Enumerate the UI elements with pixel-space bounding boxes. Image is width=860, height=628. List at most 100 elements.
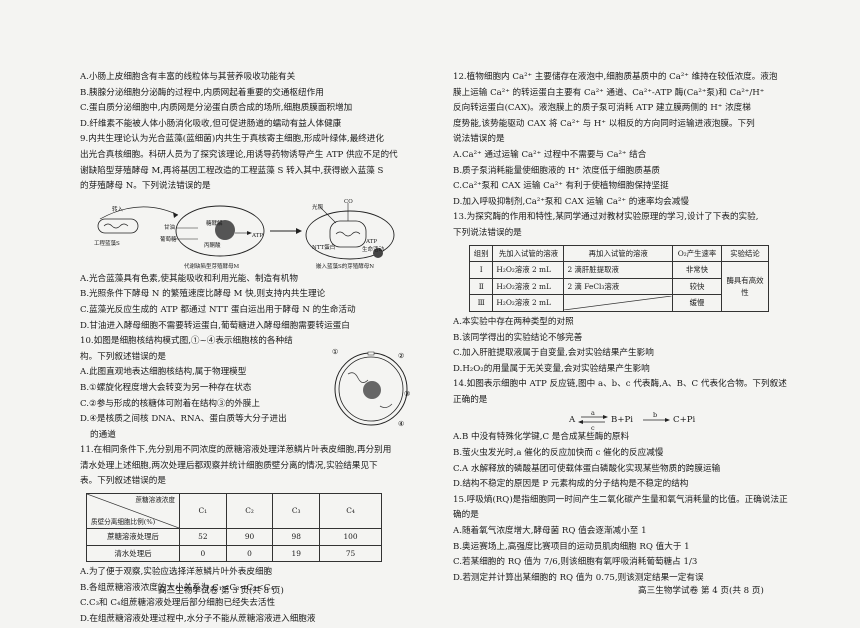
- svg-text:④: ④: [398, 420, 404, 428]
- q12-line: 12.植物细胞内 Ca²⁺ 主要储存在液泡中,细胞质基质中的 Ca²⁺ 维持在较…: [453, 72, 778, 82]
- label-pyruvate: 丙酮酸: [204, 242, 221, 249]
- cell: 缓慢: [671, 294, 723, 312]
- label-atp-2: ATP: [366, 238, 378, 245]
- stem-line: 正确的是: [453, 394, 488, 405]
- cell: Ⅰ: [468, 261, 494, 279]
- q15-line: A.随着氧气浓度增大,酵母菌 RQ 值会逐渐减小至 1: [453, 526, 647, 537]
- option-line: B.萤火虫发光时,a 催化的反应加快而 c 催化的反应减慢: [453, 448, 664, 459]
- cell: 52: [179, 528, 227, 546]
- q14-stem: 14.如图表示细胞中 ATP 反应链,图中 a、b、c 代表酶,A、B、C 代表…: [453, 377, 798, 408]
- cell: 较快: [671, 277, 723, 296]
- label-light: 光照: [312, 204, 324, 211]
- q15-line: 15.呼吸熵(RQ)是指细胞同一时间产生二氧化碳产生量和氧气消耗量的比值。正确说…: [453, 494, 788, 505]
- table-header-row: 组别 先加入试管的溶液 再加入试管的溶液 O₂产生速率 实验结论: [468, 244, 769, 263]
- cell: 100: [319, 528, 382, 546]
- cell: 0: [225, 544, 274, 563]
- q10-line: 10.如图是细胞核结构模式图,①~④表示细胞核的各种结: [80, 336, 293, 347]
- table-row: Ⅲ H₂O₂溶液 2 mL 缓慢: [468, 294, 769, 312]
- q12-line: 反向转运蛋白(CAX)。液泡膜上的质子泵可消耗 ATP 建立膜两侧的 H⁺ 浓度…: [453, 103, 751, 114]
- q10-line: D.④是核质之间核 DNA、RNA、蛋白质等大分子进出: [80, 414, 287, 425]
- cell: Ⅱ: [468, 277, 494, 296]
- cell: 2 滴 FeCl₃溶液: [563, 277, 673, 296]
- q10-line: A.此图直观地表达细胞核结构,属于物理模型: [80, 367, 247, 378]
- label-life: 生命活动: [362, 246, 385, 253]
- compound-b: B+Pi: [611, 415, 634, 426]
- q10-line: 构。下列叙述错误的是: [80, 351, 166, 362]
- stem-line: 13.为探究酶的作用和特性,某同学通过对教材实验原理的学习,设计了下表的实验,: [453, 212, 759, 223]
- q15-line: C.若某细胞的 RQ 值为 7/6,则该细胞有氧呼吸消耗葡萄糖占 1/3: [453, 557, 698, 568]
- option-line: D.纤维素不能被人体小肠消化吸收,但可促进肠道的蠕动有益人体健康: [80, 118, 342, 129]
- left-page: A.小肠上皮细胞含有丰富的线粒体与其营养吸收功能有关 B.胰腺分泌细胞分泌酶的过…: [80, 70, 418, 628]
- q14-options: A.B 中没有特殊化学键,C 是合成某些酶的原料 B.萤火虫发光时,a 催化的反…: [453, 430, 798, 492]
- row-label: 清水处理后: [86, 544, 180, 563]
- option-line: B.光照条件下酵母 N 的繁殖速度比酵母 M 快,则支持内共生理论: [80, 289, 326, 300]
- svg-text:①: ①: [332, 348, 338, 356]
- q12-line: C.Ca²⁺泵和 CAX 运输 Ca²⁺ 有利于使植物细胞保持坚挺: [453, 181, 669, 192]
- option-line: A.为了便于观察,实验应选择洋葱鳞片叶外表皮细胞: [80, 567, 273, 578]
- col-header: O₂产生速率: [671, 244, 723, 263]
- col-header: 再加入试管的溶液: [563, 244, 673, 263]
- empty-diagonal-cell: [563, 294, 673, 312]
- stem-line: 下列说法错误的是: [453, 227, 522, 238]
- q15-line: B.奥运赛场上,高强度比赛项目的运动员肌肉细胞 RQ 值大于 1: [453, 541, 690, 552]
- table-header-row: 蔗糖溶液浓度 质壁分离细胞比例(%) C₁ C₂ C₃ C₄: [86, 493, 382, 530]
- option-line: A.光合蓝藻具有色素,使其能吸收和利用光能、制造有机物: [80, 273, 298, 284]
- q15-line: D.若测定并计算出某细胞的 RQ 值为 0.75,则该测定结果一定有误: [453, 572, 704, 583]
- q11-options: A.为了便于观察,实验应选择洋葱鳞片叶外表皮细胞 B.各组蔗糖溶液浓度的大小关系…: [80, 565, 418, 627]
- option-line: C.A 水解释放的磷酸基团可使载体蛋白磷酸化实现某些物质的跨膜运输: [453, 463, 721, 474]
- header-concentration: 蔗糖溶液浓度: [135, 496, 175, 505]
- cell: 非常快: [671, 261, 723, 279]
- right-page: 12.植物细胞内 Ca²⁺ 主要储存在液泡中,细胞质基质中的 Ca²⁺ 维持在较…: [453, 70, 798, 586]
- cell: 2 滴肝脏提取液: [563, 261, 673, 279]
- table-row: Ⅰ H₂O₂溶液 2 mL 2 滴肝脏提取液 非常快 酶具有高效性: [468, 261, 769, 312]
- enzyme-c: c: [591, 424, 595, 433]
- stem-line: 的芽殖酵母 N。下列说法错误的是: [80, 181, 211, 192]
- q11-table: 蔗糖溶液浓度 质壁分离细胞比例(%) C₁ C₂ C₃ C₄ 蔗糖溶液处理后 5…: [86, 493, 382, 563]
- table-row: 清水处理后 0 0 19 75: [86, 544, 382, 563]
- diagonal-line: [564, 296, 672, 311]
- q13-table: 组别 先加入试管的溶液 再加入试管的溶液 O₂产生速率 实验结论 Ⅰ H₂O₂溶…: [468, 244, 769, 312]
- label-engineered: 工程蓝藻S: [94, 240, 120, 247]
- caption-yeast-m: 代谢缺陷型芽殖酵母M: [184, 263, 240, 270]
- col-header: C₁: [179, 493, 227, 530]
- stem-line: 清水处理上述细胞,两次处理后都观察并统计细胞质壁分离的情况,实验结果见下: [80, 460, 378, 471]
- page-footer-right: 高三生物学试卷 第 4 页(共 8 页): [638, 586, 764, 596]
- stem-line: 14.如图表示细胞中 ATP 反应链,图中 a、b、c 代表酶,A、B、C 代表…: [453, 379, 787, 390]
- col-header: C₄: [319, 493, 382, 530]
- cell: 0: [179, 544, 227, 563]
- option-line: C.加入肝脏提取液属于自变量,会对实验结果产生影响: [453, 348, 654, 359]
- q10-line: B.①螺旋化程度增大会转变为另一种存在状态: [80, 382, 252, 393]
- nucleus-diagram: ① ② ③ ④: [332, 348, 410, 428]
- stem-line: 表。下列叙述错误的是: [80, 476, 166, 487]
- q12-line: B.质子泵消耗能量使细胞液的 H⁺ 浓度低于细胞质基质: [453, 165, 661, 176]
- equation-arrows: [578, 415, 670, 425]
- cell: H₂O₂溶液 2 mL: [492, 261, 565, 279]
- q10-line: C.②参与形成的核糖体可附着在结构③的外膜上: [80, 398, 260, 409]
- col-header: 实验结论: [721, 244, 769, 263]
- enzyme-b: b: [653, 411, 658, 420]
- table-row: Ⅱ H₂O₂溶液 2 mL 2 滴 FeCl₃溶液 较快: [468, 277, 769, 296]
- option-line: B.各组蔗糖溶液浓度的大小关系为 C₁<C₂<C₃<C₄: [80, 582, 274, 593]
- option-line: D.H₂O₂的用量属于无关变量,会对实验结果产生影响: [453, 363, 650, 374]
- q12-line: D.加入呼吸抑制剂,Ca²⁺泵和 CAX 运输 Ca²⁺ 的速率均会减慢: [453, 196, 689, 207]
- q13-stem: 13.为探究酶的作用和特性,某同学通过对教材实验原理的学习,设计了下表的实验, …: [453, 210, 798, 241]
- option-line: A.小肠上皮细胞含有丰富的线粒体与其营养吸收功能有关: [80, 72, 296, 82]
- label-ntt: NTT蛋白: [312, 244, 336, 251]
- q13-options: A.本实验中存在两种类型的对照 B.该同学得出的实验结论不够完善 C.加入肝脏提…: [453, 315, 798, 377]
- col-header: C₃: [272, 493, 321, 530]
- option-line: D.在组蔗糖溶液处理过程中,水分子不能从蔗糖溶液进入细胞液: [80, 614, 316, 625]
- stem-line: 9.内共生理论认为光合蓝藻(蓝细菌)内共生于真核寄主细胞,形成叶绿体,最终进化: [80, 134, 384, 145]
- label-glycolysis: 糖酵解: [206, 220, 223, 227]
- option-line: B.胰腺分泌细胞分泌酶的过程中,内质网起着重要的交通枢纽作用: [80, 87, 324, 98]
- option-line: C.蓝藻光反应生成的 ATP 都通过 NTT 蛋白运出用于酵母 N 的生命活动: [80, 304, 356, 315]
- label-co2: CO: [344, 198, 353, 205]
- option-line: C.蛋白质分泌细胞中,内质网是分泌蛋白质合成的场所,细胞质膜面积增加: [80, 103, 353, 114]
- q9-diagram: [97, 202, 395, 260]
- q14-equation: A a c B+Pi b C+Pi: [453, 408, 798, 432]
- q15: 15.呼吸熵(RQ)是指细胞同一时间产生二氧化碳产生量和氧气消耗量的比值。正确说…: [453, 493, 798, 587]
- compound-a: A: [569, 415, 576, 426]
- q12-line: 膜上运输 Ca²⁺ 的转运蛋白主要有 Ca²⁺ 通道、Ca²⁺-ATP 酶(Ca…: [453, 87, 765, 98]
- option-line: B.该同学得出的实验结论不够完善: [453, 332, 583, 343]
- caption-yeast-n: 嵌入蓝藻S的芽殖酵母N: [316, 263, 375, 270]
- cell: 90: [225, 528, 274, 546]
